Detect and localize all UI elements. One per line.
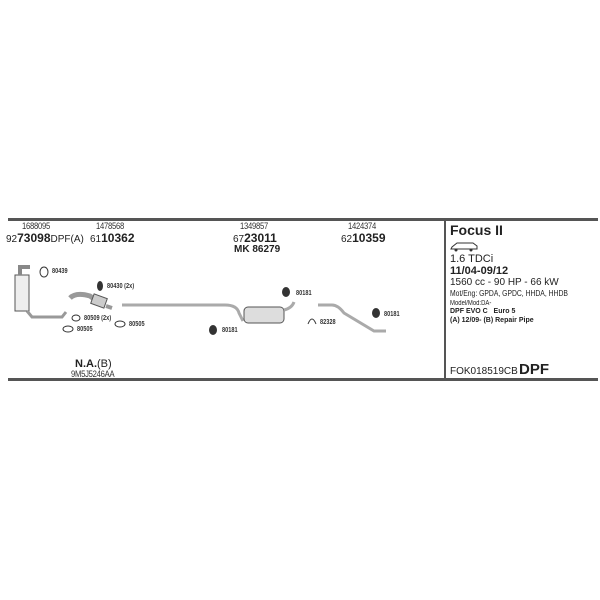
part-prefix: 61 — [90, 234, 102, 245]
fitting-label[interactable]: 82328 — [320, 319, 336, 326]
engine-codes: Mot/Eng: GPDA, GPDC, HHDA, HHDB — [450, 289, 568, 298]
bottom-border — [8, 378, 598, 381]
kit-code: FOK018519CB — [450, 366, 518, 377]
top-border — [8, 218, 598, 221]
kit-type: DPF — [519, 361, 549, 378]
specs: 1560 cc - 90 HP - 66 kW — [450, 277, 559, 288]
fitting-label[interactable]: 80181 — [222, 327, 238, 334]
part-ref: 1688095 — [22, 221, 51, 231]
part-number[interactable]: 6210359 — [341, 232, 386, 245]
na-suffix: (B) — [97, 358, 112, 370]
part-suffix: DPF(A) — [50, 234, 84, 245]
model-code: Model/Mod:DA- — [450, 300, 492, 307]
fitting-label[interactable]: 80439 — [52, 268, 68, 275]
fitting-label[interactable]: 80181 — [384, 311, 400, 318]
panel-divider — [444, 220, 446, 380]
years: 11/04-09/12 — [450, 265, 509, 277]
part-prefix: 67 — [233, 234, 245, 245]
part-prefix: 92 — [6, 234, 18, 245]
part-main-number: 73098 — [17, 231, 51, 245]
fitting-label[interactable]: 80430 (2x) — [107, 283, 135, 290]
rear-muffler — [243, 306, 285, 324]
na-text: N.A. — [75, 358, 97, 370]
part-number[interactable]: 6723011 — [233, 232, 277, 245]
part-ref: 1424374 — [348, 221, 377, 231]
note-variants: (A) 12/09- (B) Repair Pipe — [450, 317, 534, 324]
part-main-number: 10362 — [101, 231, 135, 245]
part-main-number: 23011 — [244, 231, 277, 245]
note-dpf: DPF EVO C Euro 5 — [450, 308, 516, 315]
part-prefix: 62 — [341, 234, 353, 245]
part-number[interactable]: 6110362 — [90, 232, 135, 245]
na-code: 9M5J5246AA — [71, 369, 115, 379]
na-label: N.A.(B) — [75, 359, 112, 370]
fitting-label[interactable]: 80181 — [296, 290, 312, 297]
fitting-label[interactable]: 80505 — [77, 326, 93, 333]
part-main-number: 10359 — [352, 231, 386, 245]
vehicle-model: Focus II — [450, 222, 503, 238]
mk-number: MK 86279 — [234, 244, 281, 255]
fitting-label[interactable]: 80505 — [129, 321, 145, 328]
part-number[interactable]: 9273098DPF(A) — [6, 232, 84, 245]
part-ref: 1478568 — [96, 221, 125, 231]
part-ref: 1349857 — [240, 221, 269, 231]
fitting-label[interactable]: 80509 (2x) — [84, 315, 112, 322]
engine: 1.6 TDCi — [450, 253, 494, 265]
